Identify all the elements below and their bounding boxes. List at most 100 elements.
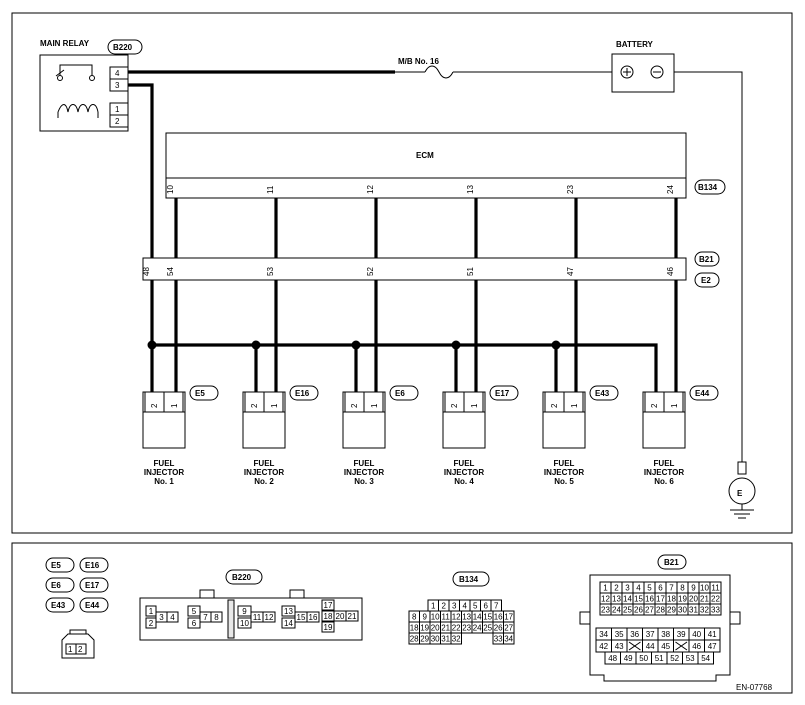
b134-pin: 14 bbox=[473, 613, 482, 622]
b21-pin: 54 bbox=[701, 654, 710, 663]
ecm-pin: 10 bbox=[166, 185, 175, 194]
b134-pin: 20 bbox=[431, 624, 440, 633]
b220-pin: 2 bbox=[149, 619, 154, 628]
b21-pin: 31 bbox=[689, 606, 698, 615]
injector-tag: E5 bbox=[195, 389, 205, 398]
joint-pin: 48 bbox=[142, 267, 151, 276]
b21-pin: 40 bbox=[692, 630, 701, 639]
main-relay-label: MAIN RELAY bbox=[40, 39, 90, 48]
joint-pin: 53 bbox=[266, 267, 275, 276]
b220-pin: 9 bbox=[242, 607, 247, 616]
injector-tag: E6 bbox=[395, 389, 405, 398]
b21-pin: 49 bbox=[624, 654, 633, 663]
b21-pin: 9 bbox=[691, 584, 696, 593]
b21-pin: 17 bbox=[656, 595, 665, 604]
ecm-pin: 24 bbox=[666, 185, 675, 194]
injector-pin: 1 bbox=[370, 403, 379, 408]
b134-pin: 30 bbox=[431, 635, 440, 644]
b134-pin: 1 bbox=[431, 602, 436, 611]
b21-pin: 13 bbox=[612, 595, 621, 604]
injector-label: No. 5 bbox=[554, 477, 574, 486]
b220-pin: 14 bbox=[284, 619, 293, 628]
ecm-pins: 10 11 12 13 23 24 bbox=[166, 185, 675, 194]
ecm-label: ECM bbox=[416, 151, 434, 160]
b134-pin: 13 bbox=[462, 613, 471, 622]
b21-pin: 36 bbox=[630, 630, 639, 639]
b134-pin: 17 bbox=[504, 613, 513, 622]
b134-pin: 5 bbox=[473, 602, 478, 611]
injector-pin: 1 bbox=[170, 403, 179, 408]
injector-tag: E44 bbox=[695, 389, 710, 398]
b21-pin: 15 bbox=[634, 595, 643, 604]
relay-connector-tag: B220 bbox=[113, 43, 133, 52]
b220-pin: 16 bbox=[309, 613, 318, 622]
injector-label: No. 6 bbox=[654, 477, 674, 486]
b220-pin: 6 bbox=[192, 619, 197, 628]
b134-pin: 26 bbox=[494, 624, 503, 633]
b21-tag: B21 bbox=[664, 558, 679, 567]
b21-pin: 51 bbox=[655, 654, 664, 663]
b21-pin: 42 bbox=[599, 642, 608, 651]
small-connector-tag: E6 bbox=[51, 581, 61, 590]
injector-label: FUEL bbox=[254, 459, 275, 468]
b21-pin: 32 bbox=[700, 606, 709, 615]
b21-pin: 3 bbox=[625, 584, 630, 593]
injector-label: No. 1 bbox=[154, 477, 174, 486]
b21-pin: 43 bbox=[615, 642, 624, 651]
b21-pin: 25 bbox=[623, 606, 632, 615]
injector-label: No. 3 bbox=[354, 477, 374, 486]
b21-pin: 18 bbox=[667, 595, 676, 604]
b21-pin: 38 bbox=[661, 630, 670, 639]
joint-tag-2: E2 bbox=[701, 276, 711, 285]
relay-pin: 3 bbox=[115, 81, 120, 90]
b134-pin: 2 bbox=[441, 602, 446, 611]
b21-pin: 47 bbox=[708, 642, 717, 651]
main-relay: MAIN RELAY 4 3 1 2 B220 bbox=[39, 39, 143, 132]
b220-pin: 5 bbox=[192, 607, 197, 616]
injector-pin: 1 bbox=[570, 403, 579, 408]
b220-pin: 21 bbox=[348, 612, 357, 621]
injector-label: INJECTOR bbox=[344, 468, 385, 477]
b21-pin: 21 bbox=[700, 595, 709, 604]
small-connector-tag: E43 bbox=[51, 601, 66, 610]
joint-pin: 54 bbox=[166, 267, 175, 276]
joint-pin: 51 bbox=[466, 267, 475, 276]
b134-pin: 8 bbox=[412, 613, 417, 622]
joint-pin: 47 bbox=[566, 267, 575, 276]
injector-pin: 1 bbox=[670, 403, 679, 408]
injector-label: FUEL bbox=[154, 459, 175, 468]
small-connector: 1 2 bbox=[61, 629, 95, 659]
b21-pin: 52 bbox=[670, 654, 679, 663]
b21-pin: 11 bbox=[711, 584, 720, 593]
b21-pin: 22 bbox=[711, 595, 720, 604]
b134-pin: 3 bbox=[452, 602, 457, 611]
b134-pin: 29 bbox=[420, 635, 429, 644]
ecm: ECM B134 bbox=[165, 132, 726, 199]
b134-tag: B134 bbox=[459, 575, 479, 584]
b21-pin: 19 bbox=[678, 595, 687, 604]
b21-pin: 20 bbox=[689, 595, 698, 604]
b134-pin: 31 bbox=[441, 635, 450, 644]
b220-pin: 17 bbox=[324, 601, 333, 610]
b134-pin: 25 bbox=[483, 624, 492, 633]
joint-pin: 46 bbox=[666, 267, 675, 276]
b21-pin: 5 bbox=[647, 584, 652, 593]
b21-pin: 12 bbox=[601, 595, 610, 604]
b21-pin: 1 bbox=[603, 584, 608, 593]
joint-pin: 52 bbox=[366, 267, 375, 276]
fuse-label: M/B No. 16 bbox=[398, 57, 439, 66]
relay-pin: 1 bbox=[115, 105, 120, 114]
b220-pin: 10 bbox=[240, 619, 249, 628]
b21-pin: 24 bbox=[612, 606, 621, 615]
b134-pin: 32 bbox=[452, 635, 461, 644]
b21-pin: 8 bbox=[680, 584, 685, 593]
b220-pin: 20 bbox=[336, 612, 345, 621]
diagram-frame bbox=[11, 12, 793, 534]
b21-pin: 7 bbox=[669, 584, 674, 593]
b220-pin: 8 bbox=[214, 613, 219, 622]
